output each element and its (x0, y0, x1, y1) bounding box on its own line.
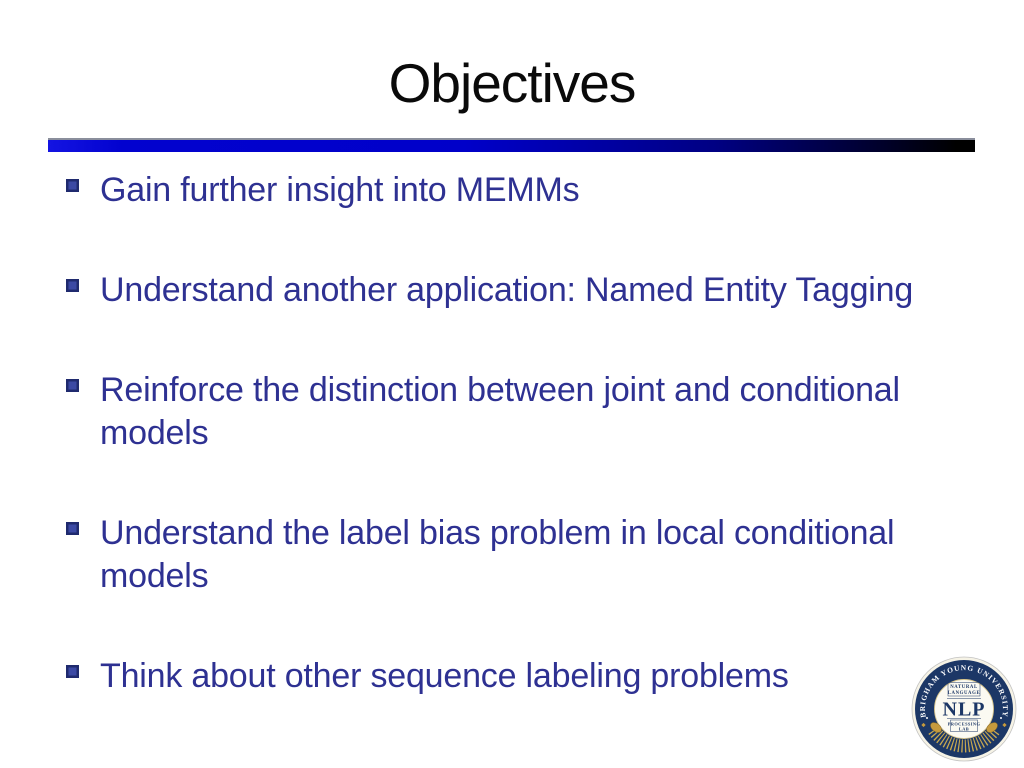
bullet-square-icon (66, 665, 79, 678)
seal-dot-icon (1000, 717, 1002, 719)
seal-graphic: BRIGHAM YOUNG UNIVERSITY NATURAL LANGUAG… (911, 656, 1017, 762)
seal-ribbon-icon (930, 722, 942, 733)
seal-lab-frame (950, 719, 978, 732)
seal-acronym: NLP (943, 699, 986, 721)
bullet-square-icon (66, 522, 79, 535)
title-divider-rule (48, 138, 975, 152)
seal-dot-icon (926, 717, 928, 719)
bullet-text: Gain further insight into MEMMs (100, 171, 580, 209)
bullet-item: Gain further insight into MEMMs (66, 169, 1016, 212)
seal-field-frame (947, 682, 981, 697)
seal-ribbon-icon (986, 722, 998, 733)
bullet-text: Understand another application: Named En… (100, 271, 914, 309)
seal-lab-line1: PROCESSING (948, 722, 981, 727)
bullet-item: Think about other sequence labeling prob… (66, 655, 1016, 698)
bullet-item: Understand another application: Named En… (66, 269, 1016, 312)
bullet-text: Understand the label bias problem in loc… (100, 514, 895, 595)
bullet-square-icon (66, 179, 79, 192)
bullet-square-icon (66, 279, 79, 292)
bullet-text: Think about other sequence labeling prob… (100, 657, 789, 695)
bullet-list: Gain further insight into MEMMs Understa… (66, 169, 1016, 755)
seal-field-line2: LANGUAGE (948, 691, 981, 696)
bullet-item: Reinforce the distinction between joint … (66, 369, 1016, 455)
seal-lab-line2: LAB (959, 727, 969, 732)
seal-inner-circle (934, 679, 994, 739)
bullet-text: Reinforce the distinction between joint … (100, 371, 900, 452)
seal-field-line1: NATURAL (950, 685, 978, 690)
bullet-square-icon (66, 379, 79, 392)
bullet-item: Understand the label bias problem in loc… (66, 512, 1016, 598)
page-title: Objectives (388, 52, 637, 114)
byu-nlp-lab-seal-logo: BRIGHAM YOUNG UNIVERSITY NATURAL LANGUAG… (911, 656, 1017, 762)
